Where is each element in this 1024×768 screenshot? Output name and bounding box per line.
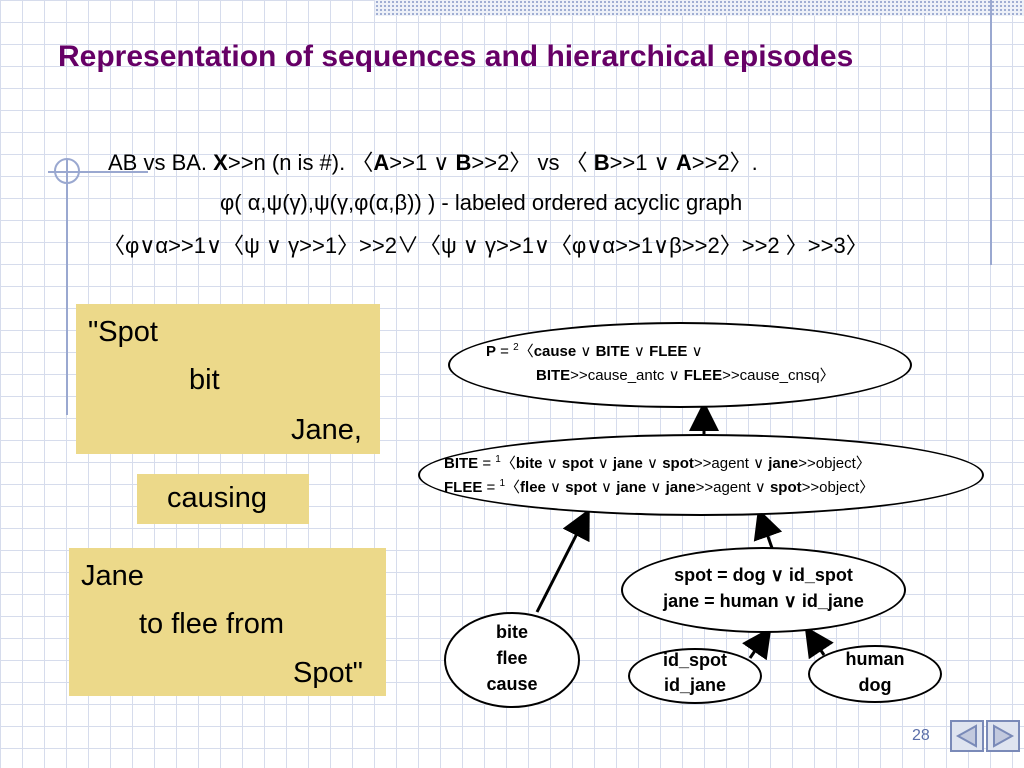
words-node-line-1: bite	[495, 622, 528, 642]
words-node-line-2: flee	[496, 648, 528, 668]
left-decor-line	[66, 160, 68, 415]
human-node-line-1: human	[845, 649, 905, 669]
arrow-spot-to-bite	[753, 508, 783, 549]
spot-jane-node: spot = dog ∨ id_spot jane = human ∨ id_j…	[621, 547, 906, 633]
quote-box-3-line-1: Jane	[81, 560, 144, 592]
words-node-line-3: cause	[486, 674, 538, 694]
bite-node-line-1: BITE = 1〈bite ∨ spot ∨ jane ∨ spot>>agen…	[444, 454, 871, 472]
quote-box-1-line-1: "Spot	[88, 316, 158, 348]
quote-box-3-line-2: to flee from	[139, 608, 285, 640]
p-node: P = 2〈cause ∨ BITE ∨ FLEE ∨ BITE>>cause_…	[448, 322, 912, 408]
quote-box-2-text: causing	[167, 482, 267, 514]
slide-title: Representation of sequences and hierarch…	[58, 40, 854, 73]
id-node-line-2: id_jane	[663, 675, 727, 695]
prev-slide-icon	[955, 724, 977, 748]
left-decor-hline	[48, 171, 148, 173]
right-decor-line	[990, 0, 992, 265]
quote-box-3-line-3: Spot"	[293, 657, 363, 689]
id-node: id_spot id_jane	[628, 648, 762, 704]
human-node: human dog	[808, 645, 942, 703]
bite-node-line-2: FLEE = 1〈flee ∨ spot ∨ jane ∨ jane>>agen…	[444, 478, 875, 496]
id-node-line-1: id_spot	[662, 650, 727, 670]
next-slide-button[interactable]	[986, 720, 1020, 752]
words-node: bite flee cause	[444, 612, 580, 708]
arrow-human-to-spot	[804, 626, 834, 660]
spot-node-line-2: jane = human ∨ id_jane	[663, 591, 864, 611]
p-node-line-2: BITE>>cause_antc ∨ FLEE>>cause_cnsq〉	[536, 367, 835, 384]
bite-flee-node: BITE = 1〈bite ∨ spot ∨ jane ∨ spot>>agen…	[418, 434, 984, 516]
spot-node-line-1: spot = dog ∨ id_spot	[674, 565, 853, 585]
formula-line-2: φ( α,ψ(γ),ψ(γ,φ(α,β)) ) - labeled ordere…	[220, 190, 742, 216]
decor-circle-icon	[54, 158, 80, 184]
arrow-words-to-bite	[535, 508, 590, 613]
quote-box-2: causing	[137, 474, 309, 524]
quote-box-1-line-2: bit	[189, 364, 220, 396]
prev-slide-button[interactable]	[950, 720, 984, 752]
quote-box-1-line-3: Jane,	[291, 414, 362, 446]
page-number: 28	[912, 727, 930, 744]
formula-line-3: 〈φ∨α>>1∨〈ψ ∨ γ>>1〉>>2∨〈ψ ∨ γ>>1∨〈φ∨α>>1∨…	[103, 233, 868, 258]
next-slide-icon	[993, 724, 1015, 748]
human-node-line-2: dog	[858, 675, 892, 695]
arrow-id-to-spot	[742, 627, 772, 661]
quote-box-3: Jane to flee from Spot"	[69, 548, 386, 696]
quote-box-1: "Spot bit Jane,	[76, 304, 380, 454]
p-node-line-1: P = 2〈cause ∨ BITE ∨ FLEE ∨	[486, 342, 703, 360]
formula-line-1: AB vs BA. X>>n (n is #). 〈A>>1 ∨ B>>2〉 v…	[108, 150, 758, 175]
top-dotted-band	[375, 0, 1024, 16]
formula-line-2-formula: φ( α,ψ(γ),ψ(γ,φ(α,β)) ) -	[220, 190, 449, 215]
formula-line-2-label: labeled ordered acyclic graph	[448, 190, 743, 215]
